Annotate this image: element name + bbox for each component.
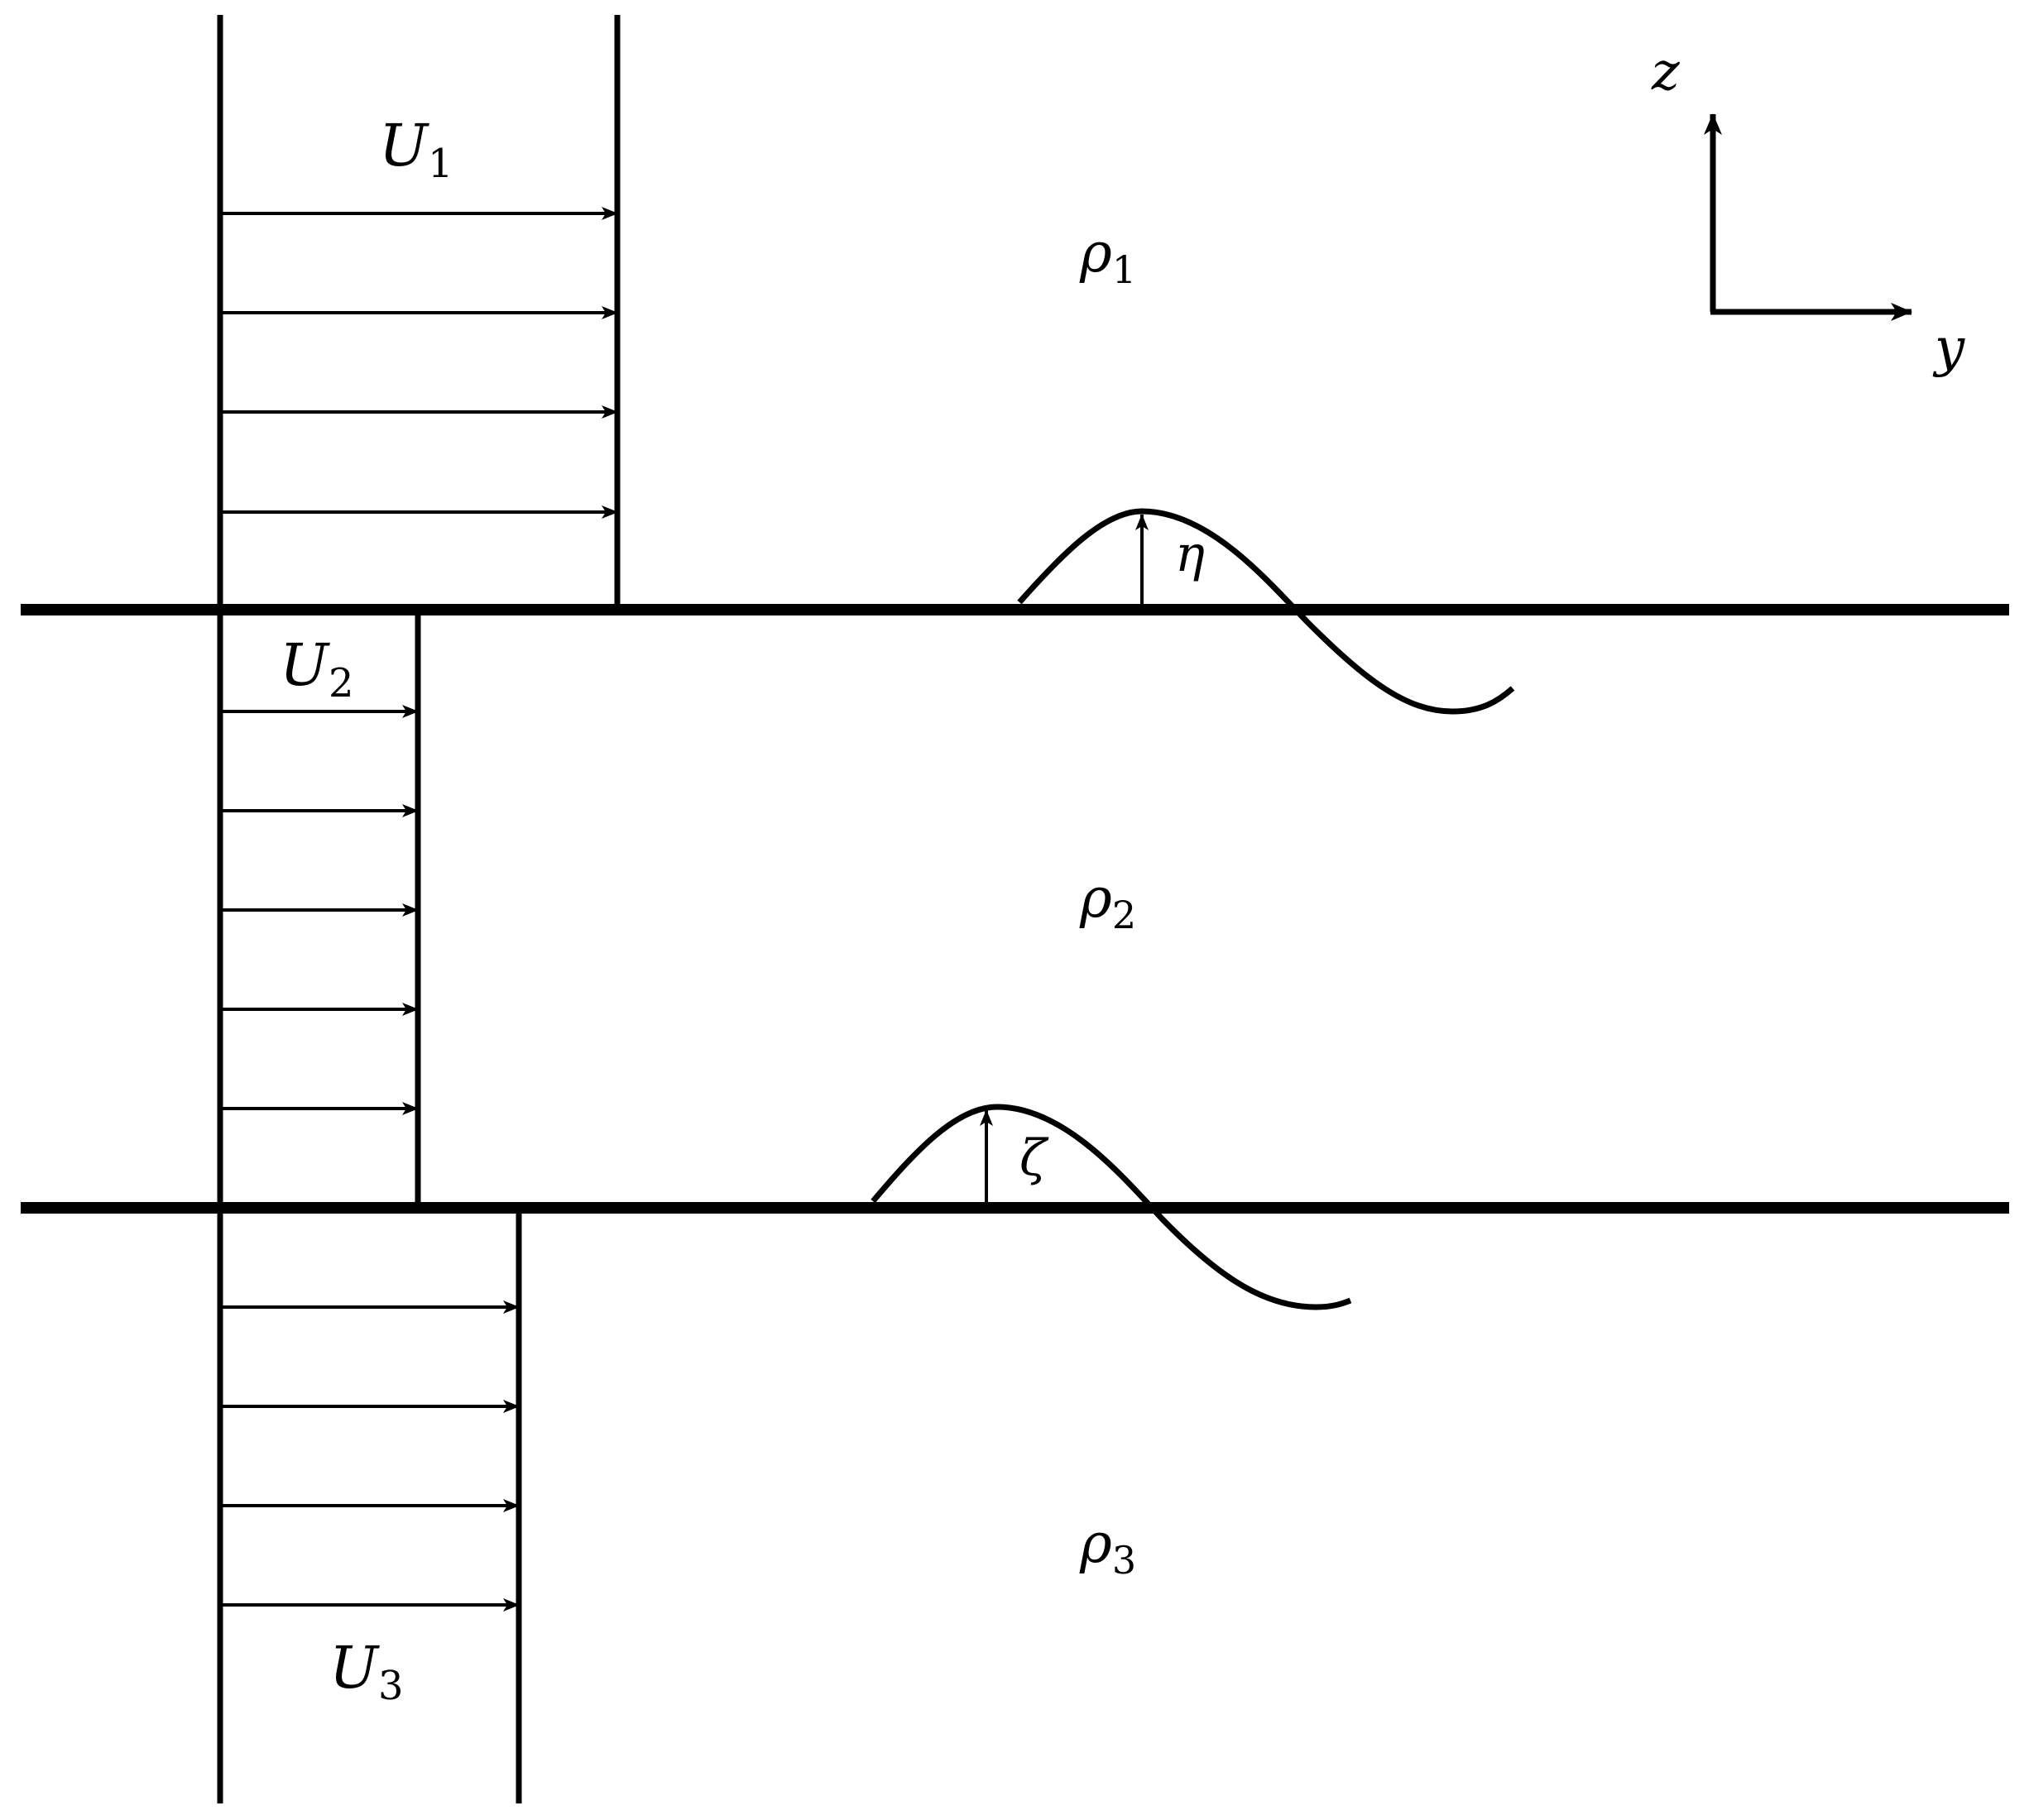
label-u3: U3 [329,1634,404,1709]
layer-1-velocity-profile [220,15,621,610]
label-zeta: ζ [1019,1129,1049,1187]
label-u1: U1 [379,112,453,187]
layer-3-velocity-profile [220,1208,522,1803]
z-axis-label: z [1651,41,1681,103]
label-rho1: ρ1 [1079,221,1136,292]
layer-2-velocity-profile [220,610,421,1208]
label-rho3: ρ3 [1079,1511,1136,1583]
label-u2: U2 [280,631,354,706]
upper-interface-wave [1017,508,1515,715]
label-rho2: ρ2 [1079,866,1136,937]
label-eta: η [1175,525,1205,583]
y-axis-label: y [1932,318,1965,379]
lower-interface-wave [871,1104,1352,1310]
coordinate-axes [1704,113,1912,321]
